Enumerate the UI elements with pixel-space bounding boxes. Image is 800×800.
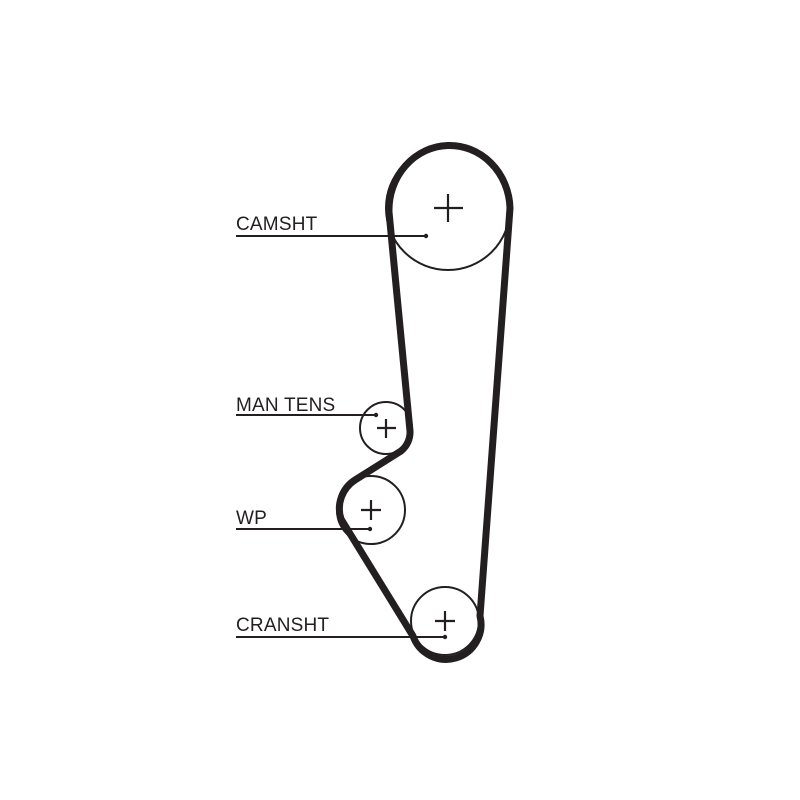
camshaft-label: CAMSHT bbox=[236, 214, 318, 235]
leader-lines bbox=[236, 233, 448, 640]
timing-belt bbox=[335, 141, 514, 663]
tensioner-label: MAN TENS bbox=[236, 395, 336, 416]
water-pump-label: WP bbox=[236, 508, 268, 529]
crankshaft-label: CRANSHT bbox=[236, 615, 330, 636]
